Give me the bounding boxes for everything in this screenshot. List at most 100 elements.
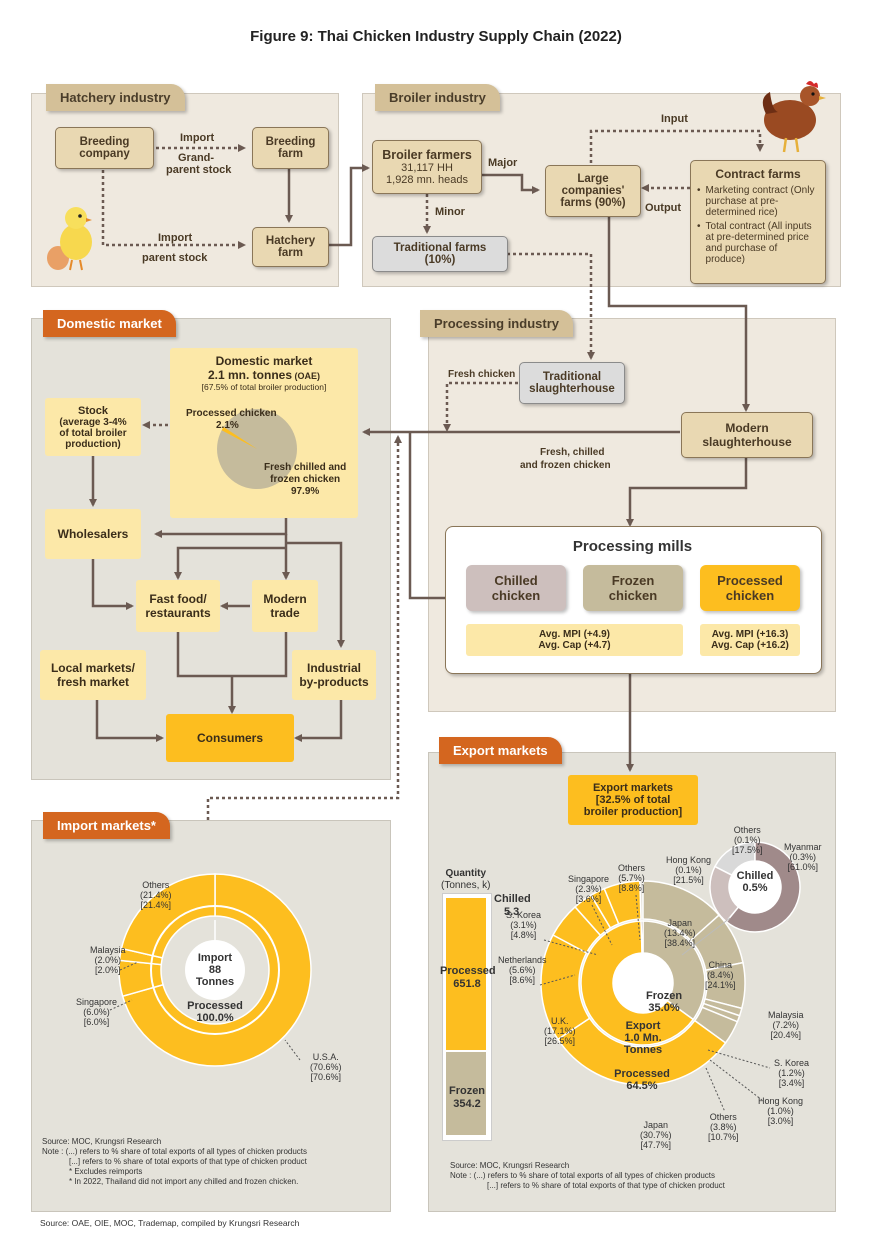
stock-3: of total broiler bbox=[59, 427, 127, 439]
stock-2: (average 3-4% bbox=[59, 416, 127, 428]
export-label-skorea2: S. Korea (1.2%) [3.4%] bbox=[774, 1058, 809, 1088]
modern-slaughterhouse-box: Modern slaughterhouse bbox=[681, 412, 813, 458]
large-companies-3: farms (90%) bbox=[560, 197, 626, 209]
import-note-3: * Excludes reimports bbox=[69, 1167, 143, 1176]
export-label-japan1: Japan (13.4%) [38.4%] bbox=[664, 918, 696, 948]
chilled-myanmar-name: Myanmar bbox=[784, 842, 822, 852]
modern-slaughter-1: Modern bbox=[725, 421, 769, 435]
chilled-center: Chilled 0.5% bbox=[730, 870, 780, 894]
contract-b1-text: Marketing contract (Only purchase at pre… bbox=[705, 185, 815, 218]
chilled-center-2: 0.5% bbox=[742, 882, 768, 894]
broiler-farmers-hh: 31,117 HH bbox=[401, 162, 453, 174]
industrial-2: by-products bbox=[299, 675, 369, 689]
wholesalers-label: Wholesalers bbox=[57, 527, 129, 541]
hatchery-farm-box: Hatchery farm bbox=[252, 227, 329, 267]
export-label-skorea1: S. Korea (3.1%) [4.8%] bbox=[506, 910, 541, 940]
line-modern-mills bbox=[626, 455, 748, 527]
exp-china-a: (8.4%) bbox=[707, 970, 734, 980]
fastfood-box: Fast food/ restaurants bbox=[136, 580, 220, 632]
exp-uk-b: [26.5%] bbox=[544, 1036, 576, 1046]
arrow-major bbox=[482, 173, 540, 194]
import-processed-2: 100.0% bbox=[196, 1012, 234, 1024]
export-box-2: [32.5% of total bbox=[595, 794, 671, 806]
traditional-farms-2: (10%) bbox=[424, 254, 456, 266]
export-label-others2: Others (3.8%) [10.7%] bbox=[708, 1112, 739, 1142]
export-inner-seg-0 bbox=[642, 920, 706, 1021]
broiler-farmers-title: Broiler farmers bbox=[382, 148, 472, 162]
import-others-a: (21.4%) bbox=[140, 890, 172, 900]
stock-4: production) bbox=[65, 438, 121, 450]
import-notes: Source: MOC, Krungsri Research Note : (.… bbox=[42, 1137, 307, 1187]
import-label-singapore: Singapore (6.0%) [6.0%] bbox=[76, 997, 117, 1027]
export-processed-value: 64.5% bbox=[626, 1080, 658, 1092]
tab-processing: Processing industry bbox=[420, 310, 573, 337]
chilled-chicken-2: chicken bbox=[491, 588, 541, 603]
line-industrial-consumers bbox=[294, 700, 343, 742]
trad-slaughter-1: Traditional bbox=[542, 371, 602, 383]
export-outer-seg-6 bbox=[556, 1017, 727, 1086]
import-note-2: [...] refers to % share of total exports… bbox=[69, 1157, 307, 1166]
exp-malaysia-b: [20.4%] bbox=[770, 1030, 802, 1040]
exp-skorea1-name: S. Korea bbox=[506, 910, 542, 920]
export-label-others1: Others (5.7%) [8.8%] bbox=[618, 863, 645, 893]
exp-skorea1-a: (3.1%) bbox=[510, 920, 537, 930]
arrow-fresh-chicken bbox=[443, 381, 518, 432]
chilled-hk-name: Hong Kong bbox=[666, 855, 712, 865]
tab-broiler: Broiler industry bbox=[375, 84, 500, 111]
tab-import: Import markets* bbox=[43, 812, 170, 839]
grandparent-label-2: parent stock bbox=[166, 164, 232, 176]
bar-chilled-name: Chilled bbox=[494, 893, 531, 905]
line-wholesalers-fastfood bbox=[91, 558, 134, 610]
bar-processed-label: Processed 651.8 bbox=[440, 965, 496, 991]
exp-skorea2-b: [3.4%] bbox=[778, 1078, 805, 1088]
export-markets-box: Export markets [32.5% of total broiler p… bbox=[568, 775, 698, 825]
mpi-left: Avg. MPI (+4.9) bbox=[538, 629, 611, 640]
import-center-1: Import bbox=[197, 952, 233, 964]
modern-trade-2: trade bbox=[270, 606, 300, 620]
import-malaysia-name: Malaysia bbox=[90, 945, 126, 955]
export-source: Source: MOC, Krungsri Research bbox=[450, 1161, 570, 1170]
export-label-singapore: Singapore (2.3%) [3.6%] bbox=[568, 874, 609, 904]
minor-label: Minor bbox=[435, 206, 465, 218]
exp-others1-a: (5.7%) bbox=[618, 873, 645, 883]
large-companies-box: Large companies' farms (90%) bbox=[545, 165, 641, 217]
bar-processed-name: Processed bbox=[440, 965, 496, 977]
modern-trade-1: Modern bbox=[263, 592, 307, 606]
export-processed-name: Processed bbox=[614, 1068, 670, 1080]
import-outer-seg-0 bbox=[121, 873, 312, 1067]
domestic-title-1: Domestic market bbox=[215, 354, 313, 368]
import-singapore-b: [6.0%] bbox=[83, 1017, 110, 1027]
stock-box: Stock (average 3-4% of total broiler pro… bbox=[45, 398, 141, 456]
output-label: Output bbox=[645, 202, 682, 214]
breeding-company-box: Breeding company bbox=[55, 127, 154, 169]
exp-skorea2-name: S. Korea bbox=[774, 1058, 810, 1068]
fastfood-1: Fast food/ bbox=[149, 592, 207, 606]
breeding-company-label: Breeding company bbox=[79, 136, 130, 160]
breeding-farm-box: Breeding farm bbox=[252, 127, 329, 169]
import-center-2: 88 bbox=[208, 964, 222, 976]
pie-fresh-label: Fresh chilled and frozen chicken 97.9% bbox=[264, 462, 346, 498]
processed-chicken-2: chicken bbox=[725, 588, 775, 603]
figure-title: Figure 9: Thai Chicken Industry Supply C… bbox=[250, 28, 622, 45]
import-label-2: Import bbox=[158, 232, 193, 244]
import-usa-a: (70.6%) bbox=[310, 1062, 342, 1072]
import-donut bbox=[118, 873, 312, 1067]
industrial-box: Industrial by-products bbox=[292, 650, 376, 700]
cap-left: Avg. Cap (+4.7) bbox=[538, 640, 611, 651]
broiler-farmers-box: Broiler farmers 31,117 HH 1,928 mn. head… bbox=[372, 140, 482, 194]
exp-nl-a: (5.6%) bbox=[509, 965, 536, 975]
exp-singapore-b: [3.6%] bbox=[575, 894, 602, 904]
export-note-1: Note : (...) refers to % share of total … bbox=[450, 1171, 716, 1180]
chilled-myanmar-a: (0.3%) bbox=[789, 852, 817, 862]
arrow-hatchery-broiler bbox=[329, 164, 370, 247]
import-source: Source: MOC, Krungsri Research bbox=[42, 1137, 162, 1146]
bar-frozen bbox=[446, 1051, 486, 1135]
line-domestic-fastfood bbox=[174, 546, 286, 580]
bar-frozen-label: Frozen 354.2 bbox=[440, 1085, 494, 1111]
hatchery-farm-label: Hatchery farm bbox=[265, 235, 316, 259]
exp-hk-b: [3.0%] bbox=[767, 1116, 794, 1126]
pie-fresh-pct: 97.9% bbox=[290, 486, 320, 497]
